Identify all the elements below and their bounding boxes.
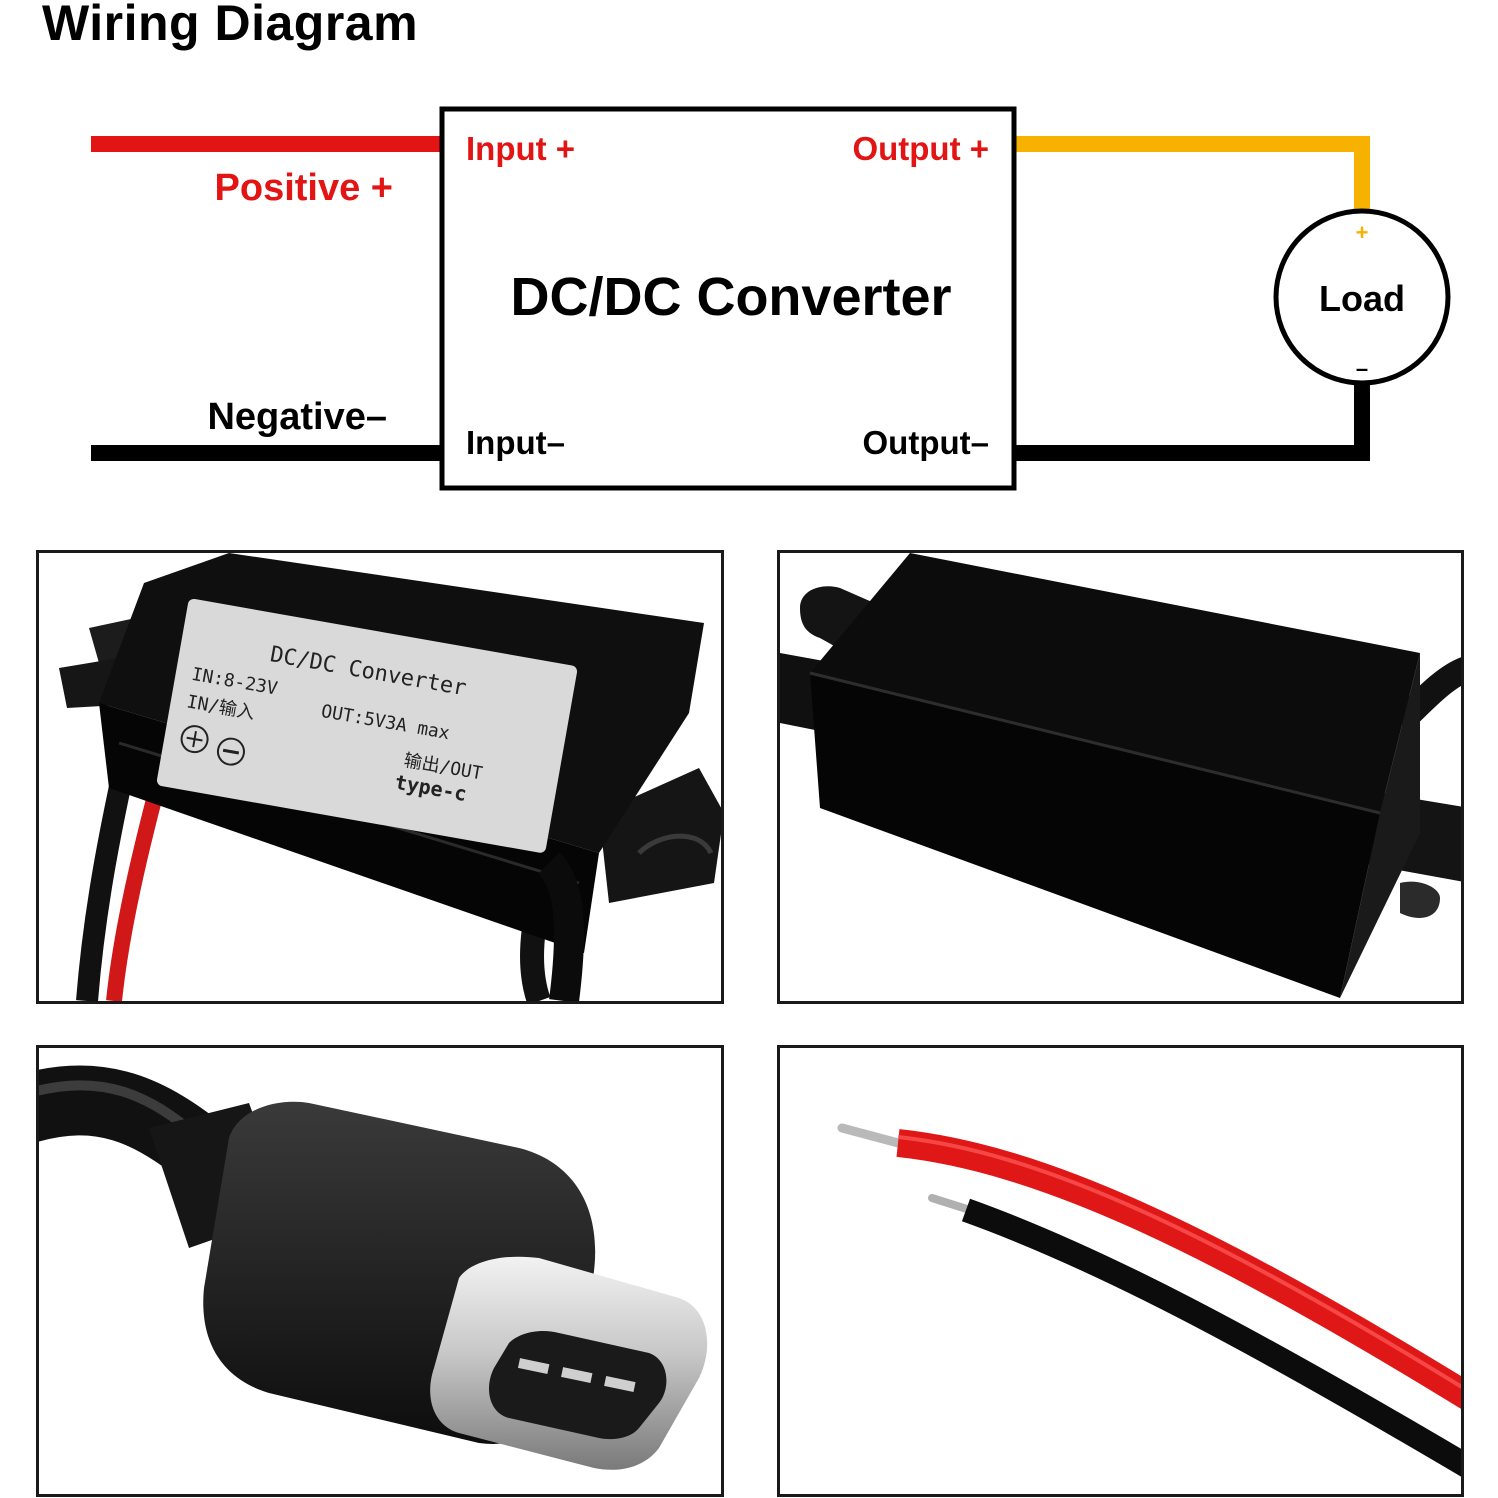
photo-module-label: DC/DC Converter IN:8-23V OUT:5V3A max IN… [36,550,724,1004]
load-circle [1273,208,1451,386]
output-minus-label: Output– [863,424,989,461]
page-title: Wiring Diagram [42,0,419,51]
output-positive-wire [1014,136,1370,212]
output-plus-label: Output + [852,130,989,167]
photo-usb-c-plug [36,1045,724,1497]
input-minus-label: Input– [466,424,565,461]
converter-label: DC/DC Converter [510,267,951,327]
photo-module-bottom [777,550,1464,1004]
converter-box [439,106,1017,491]
input-plus-label: Input + [466,130,575,167]
output-negative-wire [1014,383,1370,461]
wiring-diagram: Input + Output + DC/DC Converter Input– … [91,106,1451,491]
load-label: Load [1319,278,1405,319]
plus-terminal-icon [180,725,209,754]
positive-label: Positive + [215,167,393,209]
negative-label: Negative– [207,396,387,438]
minus-terminal-icon [216,737,245,766]
load-minus-sign: – [1356,356,1368,381]
photo-wire-ends [777,1045,1464,1497]
load-plus-sign: + [1356,220,1369,245]
